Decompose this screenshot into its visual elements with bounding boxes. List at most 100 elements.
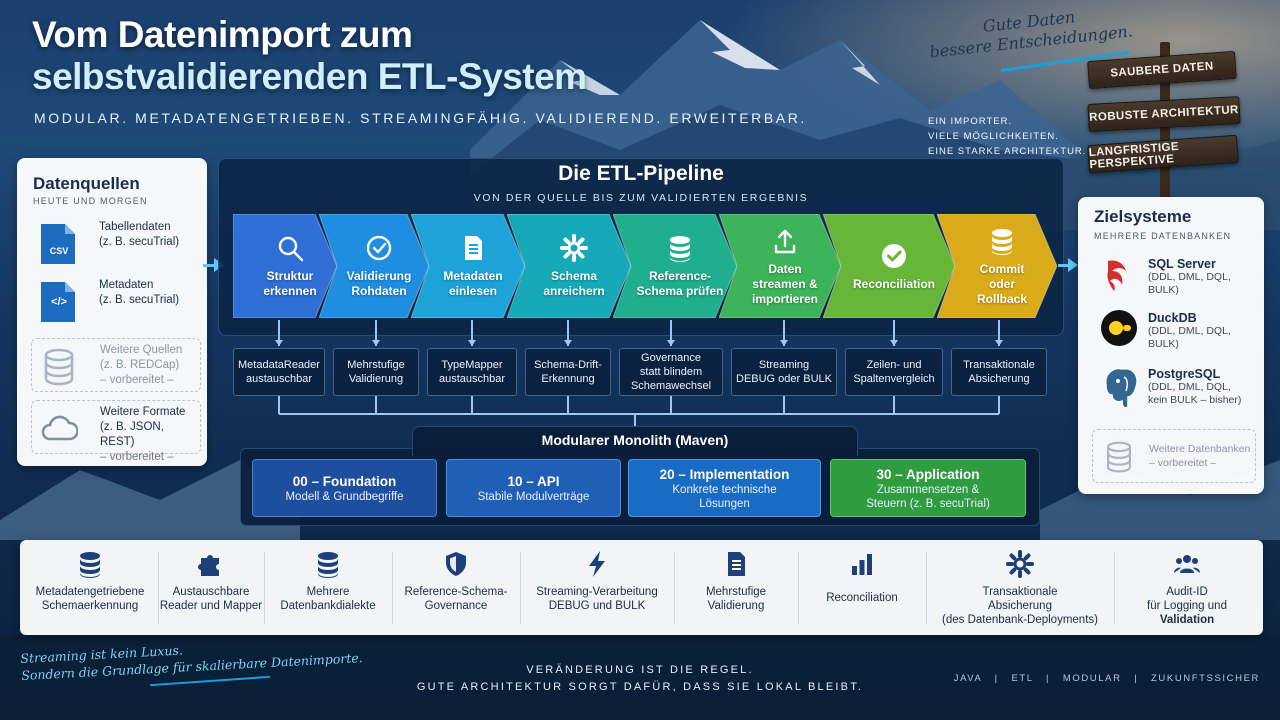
component-label-line: Transaktionale bbox=[963, 359, 1035, 371]
step-chevron bbox=[411, 214, 525, 318]
source-line3: – vorbereitet – bbox=[100, 451, 174, 463]
target-weitere-datenbanken: Weitere Datenbanken – vorbereitet – bbox=[1092, 429, 1256, 483]
feature-label-line: Mehrstufige bbox=[705, 586, 767, 598]
component-label-line: Mehrstufige bbox=[347, 359, 405, 371]
source-line1: Metadaten bbox=[99, 279, 154, 291]
arrow-target-head bbox=[1068, 258, 1078, 272]
layer-desc: Konkrete technische bbox=[672, 483, 777, 496]
step-label-line: Struktur bbox=[266, 269, 314, 283]
sources-subtitle: HEUTE UND MORGEN bbox=[33, 196, 148, 206]
connector-arrowhead bbox=[468, 340, 476, 346]
search-icon bbox=[278, 236, 304, 262]
step-label-line: Metadaten bbox=[443, 269, 503, 283]
connector-component-to-bus bbox=[670, 396, 672, 414]
connector-arrowhead bbox=[564, 340, 572, 346]
component-label-line: Schemawechsel bbox=[630, 380, 712, 392]
source-line2: (z. B. secuTrial) bbox=[99, 236, 180, 248]
layer-desc: Stabile Modulverträge bbox=[477, 490, 590, 503]
feature-divider bbox=[926, 552, 927, 624]
footer-tags: JAVA | ETL | MODULAR | ZUKUNFTSSICHER bbox=[953, 673, 1260, 684]
step-label-line: Reconciliation bbox=[852, 276, 935, 291]
connector-component-to-bus bbox=[783, 396, 785, 414]
component-label-line: MetadataReader bbox=[238, 359, 320, 371]
document-icon bbox=[728, 552, 745, 576]
source-line1: Weitere Quellen bbox=[100, 344, 183, 356]
component-label-line: TypeMapper bbox=[441, 359, 503, 371]
feature-divider bbox=[1114, 552, 1115, 624]
source-line2: (z. B. JSON, REST) bbox=[100, 421, 164, 448]
bar-chart-icon bbox=[852, 554, 872, 575]
target-detail: (DDL, DML, DQL, bbox=[1148, 381, 1231, 393]
pipeline-step-7: Reconciliation bbox=[823, 214, 955, 318]
source-line2: (z. B. secuTrial) bbox=[99, 294, 180, 306]
code-badge: </> bbox=[51, 296, 67, 308]
target-info: Weitere Datenbanken – vorbereitet – bbox=[1149, 442, 1250, 470]
feature-divider bbox=[520, 552, 521, 624]
feature-label-line: DEBUG und BULK bbox=[548, 600, 646, 612]
step-chevron bbox=[507, 214, 631, 318]
gear-icon bbox=[560, 234, 588, 262]
document-icon bbox=[465, 236, 482, 260]
source-item-label: Tabellendaten (z. B. secuTrial) bbox=[99, 220, 179, 250]
source-line3: – vorbereitet – bbox=[100, 374, 174, 386]
layer-desc: Zusammensetzen & bbox=[876, 483, 980, 496]
layer-desc-2: Steuern (z. B. secuTrial) bbox=[866, 497, 990, 510]
target-detail-2: kein BULK – bisher) bbox=[1148, 394, 1242, 406]
pipeline-title: Die ETL-Pipeline bbox=[558, 162, 724, 185]
sign-robuste-architektur: ROBUSTE ARCHITEKTUR bbox=[1087, 96, 1241, 132]
connector-arrowhead bbox=[995, 340, 1003, 346]
component-label-line: Absicherung bbox=[968, 373, 1030, 385]
connector-arrowhead bbox=[372, 340, 380, 346]
connector-step-to-component bbox=[567, 320, 569, 346]
sources-title: Datenquellen bbox=[33, 174, 140, 193]
postgresql-logo-icon bbox=[1105, 367, 1138, 409]
database-icon bbox=[80, 552, 100, 578]
target-info: SQL Server (DDL, DML, DQL, BULK) bbox=[1148, 257, 1256, 297]
source-item-label: Metadaten (z. B. secuTrial) bbox=[99, 278, 179, 308]
feature-label-line: für Logging und bbox=[1147, 600, 1227, 612]
feature-divider bbox=[158, 552, 159, 624]
footer-slogan: Streaming ist kein Luxus. Sondern die Gr… bbox=[20, 632, 363, 684]
connector-component-to-bus bbox=[471, 396, 473, 414]
feature-label-line: Governance bbox=[424, 600, 488, 612]
layer-foundation: 00 – Foundation Modell & Grundbegriffe bbox=[252, 459, 437, 517]
connector-arrowhead bbox=[780, 340, 788, 346]
feature-item-7: Reconciliation bbox=[798, 540, 926, 635]
source-item-label: Weitere Quellen (z. B. REDCap) – vorbere… bbox=[100, 343, 182, 388]
target-detail: Weitere Datenbanken bbox=[1149, 443, 1251, 455]
feature-label-line: Reference-Schema- bbox=[404, 586, 508, 598]
layer-desc-2: Lösungen bbox=[699, 497, 750, 510]
step-label-line: Commit bbox=[979, 261, 1025, 276]
connector-component-to-bus bbox=[278, 396, 280, 414]
footer-underline bbox=[150, 675, 270, 687]
component-label-line: Spaltenvergleich bbox=[853, 373, 935, 385]
sources-card: Datenquellen HEUTE UND MORGEN CSV Tabell… bbox=[17, 158, 207, 466]
layer-implementation: 20 – Implementation Konkrete technische … bbox=[628, 459, 821, 517]
connector-arrowhead bbox=[275, 340, 283, 346]
component-label-line: Validierung bbox=[348, 373, 404, 385]
target-name: PostgreSQL bbox=[1148, 367, 1221, 381]
layer-desc: Modell & Grundbegriffe bbox=[285, 490, 404, 503]
component-label-line: Schema-Drift- bbox=[534, 359, 602, 371]
component-label-line: DEBUG oder BULK bbox=[736, 373, 832, 385]
step-label: Reference-Schema prüfen bbox=[637, 269, 724, 299]
source-item-label: Weitere Formate (z. B. JSON, REST) – vor… bbox=[100, 405, 200, 465]
feature-label-line: Validation bbox=[1159, 614, 1215, 626]
source-item-metadaten: </> Metadaten (z. B. secuTrial) bbox=[31, 274, 201, 328]
connector-step-to-component bbox=[278, 320, 280, 346]
feature-label-line: Streaming-Verarbeitung bbox=[536, 586, 658, 598]
target-detail: (DDL, DML, DQL, BULK) bbox=[1148, 271, 1231, 296]
